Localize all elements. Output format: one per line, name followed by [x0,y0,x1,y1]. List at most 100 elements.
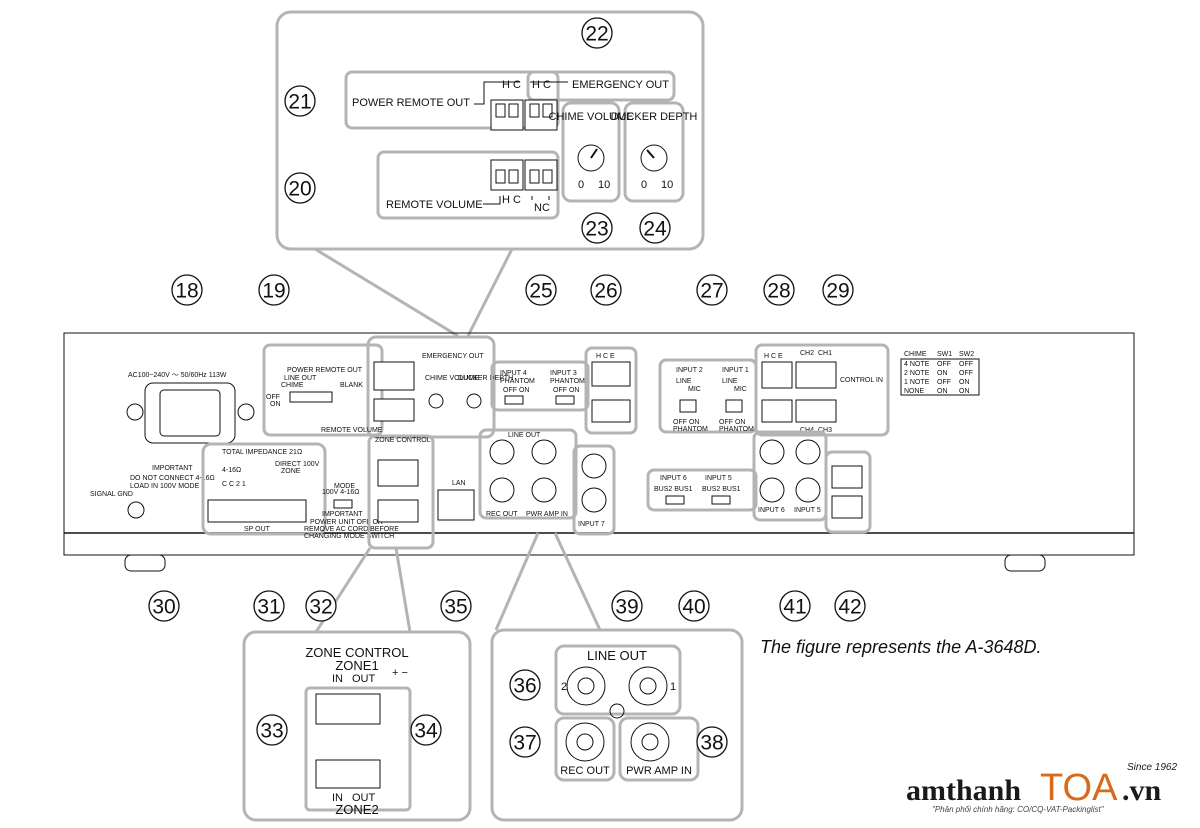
callout-circle-29 [822,274,854,306]
callout-circle-19 [258,274,290,306]
dip-off-label: OFF [266,394,280,401]
callout-circle-24 [639,212,671,244]
ducker-scale-zero: 0 [641,179,647,191]
zoom-box-zone-control: ZONE CONTROL ZONE1 IN OUT + − IN OUT ZON… [242,547,472,822]
panel-power-remote-out: POWER REMOTE OUT [287,367,363,374]
brand-since: Since 1962 [1127,762,1177,773]
v100-label: 100V [303,461,320,468]
chime-row0-c0: 4 NOTE [904,361,930,368]
callout-number-35: 35 [444,596,467,619]
callout-number-28: 28 [767,280,790,303]
callout-number-29: 29 [826,280,849,303]
chime-dip-label: CHIME [281,382,304,389]
load-in-100v-label: LOAD IN 100V MODE [130,483,200,490]
callout-circle-25 [525,274,557,306]
mic-label-1: MIC [734,386,747,393]
panel-line-out: LINE OUT [508,432,541,439]
line-out-ch2: 2 [561,681,567,693]
callout-number-36: 36 [513,675,536,698]
panel-zone-control: ZONE CONTROL [375,437,431,444]
warn-line1: POWER UNIT OFF OR [310,519,383,526]
chime-table: CHIME SW1 SW2 4 NOTE OFF OFF 2 NOTE ON O… [900,351,980,396]
callout-circle-34 [410,714,442,746]
mic-label-2: MIC [688,386,701,393]
zone2-in-label: IN [332,792,343,804]
chime-row2-c2: ON [959,379,970,386]
zone-control-title: ZONE CONTROL [305,645,408,660]
ch3-label: CH3 [818,427,832,434]
ohm416-label: 4-16Ω [222,467,241,474]
callout-number-42: 42 [838,596,861,619]
zone2-out-label: OUT [352,792,376,804]
callout-number-32: 32 [309,596,332,619]
callout-number-40: 40 [682,596,705,619]
line-out-dip-label: LINE OUT [284,375,317,382]
control-in-label: CONTROL IN [840,377,883,384]
callout-number-30: 30 [152,596,175,619]
phantom2-label: PHANTOM [673,426,708,433]
input2-label: INPUT 2 [676,367,703,374]
pwr-amp-in-label: PWR AMP IN [626,765,692,777]
hc-label-remote: H C [502,194,521,206]
zone1-in-label: IN [332,673,343,685]
panel-emergency-out: EMERGENCY OUT [422,353,484,360]
warn-line3: CHANGING MODE SWITCH [304,533,394,540]
remote-volume-label: REMOTE VOLUME [386,199,483,211]
brand-vn: .vn [1122,774,1162,807]
chime-row3-c2: ON [959,388,970,395]
chime-row1-c1: ON [937,370,948,377]
callout-circle-30 [148,590,180,622]
callout-circle-37 [509,726,541,758]
callout-circle-18 [171,274,203,306]
nc-label-top: NC [534,202,550,214]
callout-circle-38 [696,726,728,758]
callout-number-26: 26 [594,280,617,303]
hce-label-in12: H C E [764,353,783,360]
ac-rating-label: AC100~240V ～ 50/60Hz 113W [128,372,227,379]
zone2-label: ZONE2 [335,802,378,817]
panel-pwr-amp-in: PWR AMP IN [526,511,568,518]
chime-row0-c2: OFF [959,361,973,368]
input5-label: INPUT 5 [794,507,821,514]
hc-label-emergency: H C [532,79,551,91]
hce-label-in34: H C E [596,353,615,360]
callout-circle-31 [253,590,285,622]
brand-main: amthanh [906,774,1021,807]
chime-row2-c1: OFF [937,379,951,386]
bus-labels-6: BUS2 BUS1 [654,486,693,493]
input5-bus-label: INPUT 5 [705,475,732,482]
off-on-1: OFF ON [719,419,745,426]
callout-circle-36 [509,669,541,701]
zone-label: ZONE [281,468,301,475]
callout-circle-40 [678,590,710,622]
input6-bus-label: INPUT 6 [660,475,687,482]
callout-number-34: 34 [414,720,438,743]
input1-label: INPUT 1 [722,367,749,374]
sp-out-label: SP OUT [244,526,271,533]
panel-remote-volume: REMOTE VOLUME [321,427,383,434]
callout-circle-35 [440,590,472,622]
chime-scale-zero: 0 [578,179,584,191]
callout-number-22: 22 [585,23,608,46]
power-remote-out-label: POWER REMOTE OUT [352,97,470,109]
chime-row0-c1: OFF [937,361,951,368]
lan-label: LAN [452,480,466,487]
chime-scale-ten: 10 [598,179,610,191]
panel-chime-volume: CHIME VOLUME [425,375,479,382]
zoom-box-line-out: LINE OUT 2 1 REC OUT PWR AMP IN [490,532,744,822]
rec-out-label: REC OUT [560,765,610,777]
callout-circle-39 [611,590,643,622]
callout-number-33: 33 [260,720,283,743]
chime-row1-c2: OFF [959,370,973,377]
callout-number-31: 31 [257,596,280,619]
callout-circle-20 [284,172,316,204]
ch1-label: CH1 [818,350,832,357]
panel-ducker-depth: DUCKER DEPTH [458,375,513,382]
zoom-box-remote-chime: POWER REMOTE OUT H C H C EMERGENCY OUT R… [275,10,705,338]
rear-panel: AC100~240V ～ 50/60Hz 113W LINE OUT CHIME… [63,332,1135,572]
callout-circle-23 [581,212,613,244]
ducker-depth-label-top: DUCKER DEPTH [611,111,698,123]
off-on-4: OFF ON [503,387,529,394]
